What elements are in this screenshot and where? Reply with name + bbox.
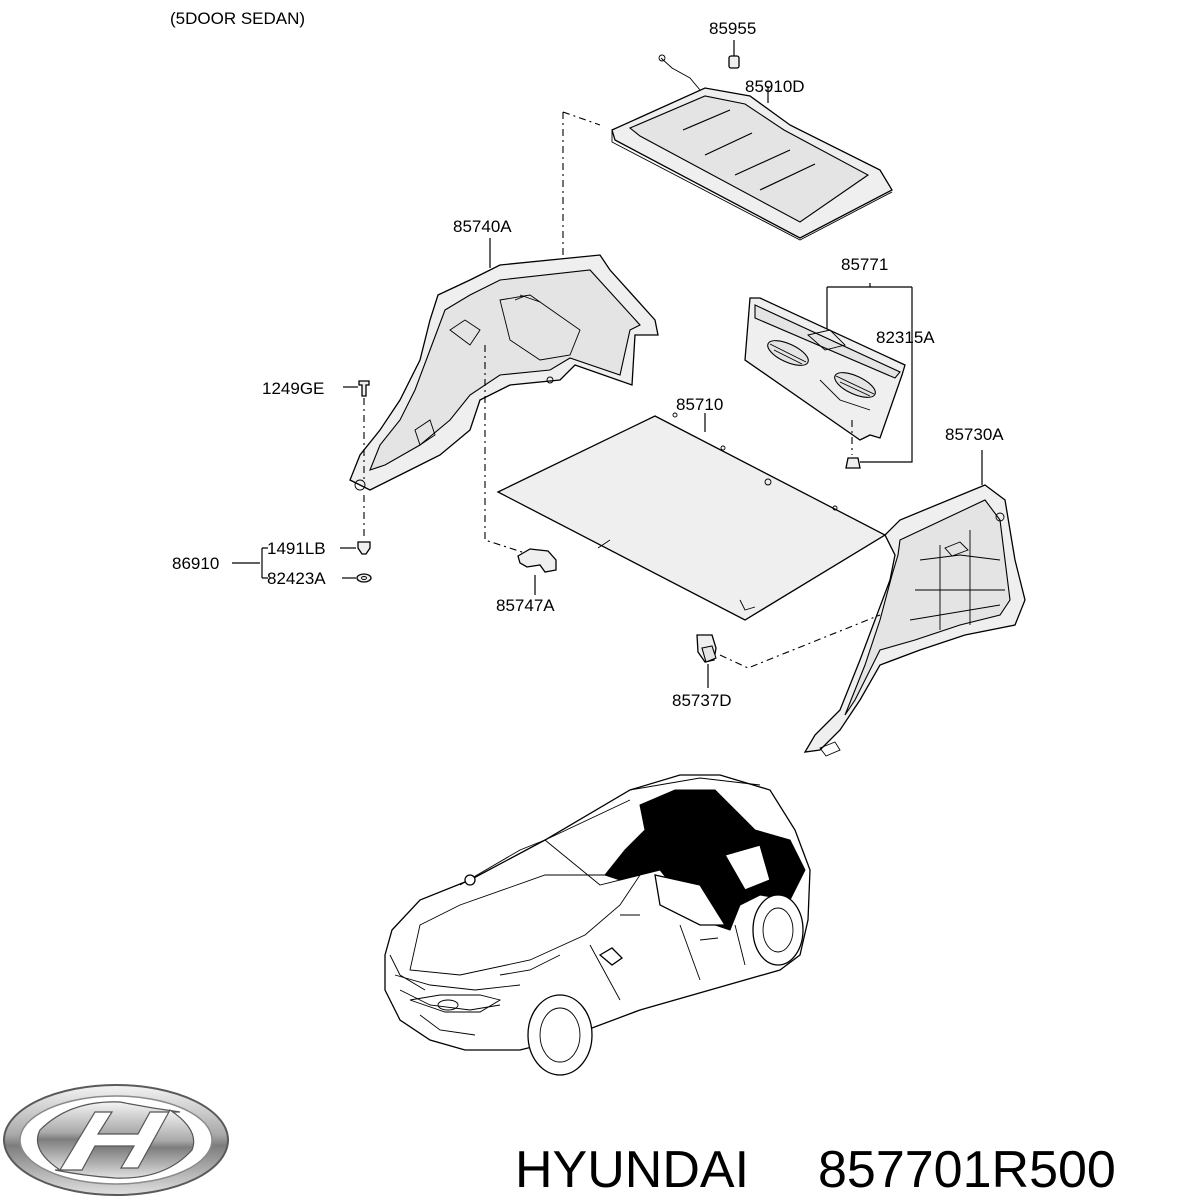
side-trim-85740A: [349, 238, 659, 491]
floor-covering-85710: [496, 412, 887, 621]
variant-note: (5DOOR SEDAN): [170, 9, 305, 28]
vehicle-illustration: [384, 774, 811, 1076]
label-82423A: 82423A: [267, 569, 326, 588]
clip-85955: [728, 55, 740, 69]
label-85740A: 85740A: [453, 217, 512, 236]
label-85730A: 85730A: [945, 425, 1004, 444]
label-85737D: 85737D: [672, 691, 732, 710]
clip-85737D: [696, 634, 717, 688]
label-1491LB: 1491LB: [267, 539, 326, 558]
label-86910: 86910: [172, 554, 219, 573]
label-85771: 85771: [841, 255, 888, 274]
label-85710: 85710: [676, 395, 723, 414]
screw-1249GE: [343, 380, 370, 540]
package-tray-85910D: [611, 40, 893, 241]
clip-85747A: [517, 548, 557, 595]
label-1249GE: 1249GE: [262, 379, 324, 398]
label-82315A: 82315A: [876, 328, 935, 347]
transverse-trim-85771: [744, 283, 913, 469]
part-number: 857701R500: [818, 1141, 1116, 1199]
side-trim-85730A: [803, 450, 1026, 757]
label-85910D: 85910D: [745, 77, 805, 96]
brand-name: HYUNDAI: [515, 1141, 749, 1199]
label-85955: 85955: [709, 19, 756, 38]
fastener-group-86910: [232, 541, 372, 583]
label-85747A: 85747A: [496, 596, 555, 615]
hyundai-logo: [3, 1084, 229, 1196]
